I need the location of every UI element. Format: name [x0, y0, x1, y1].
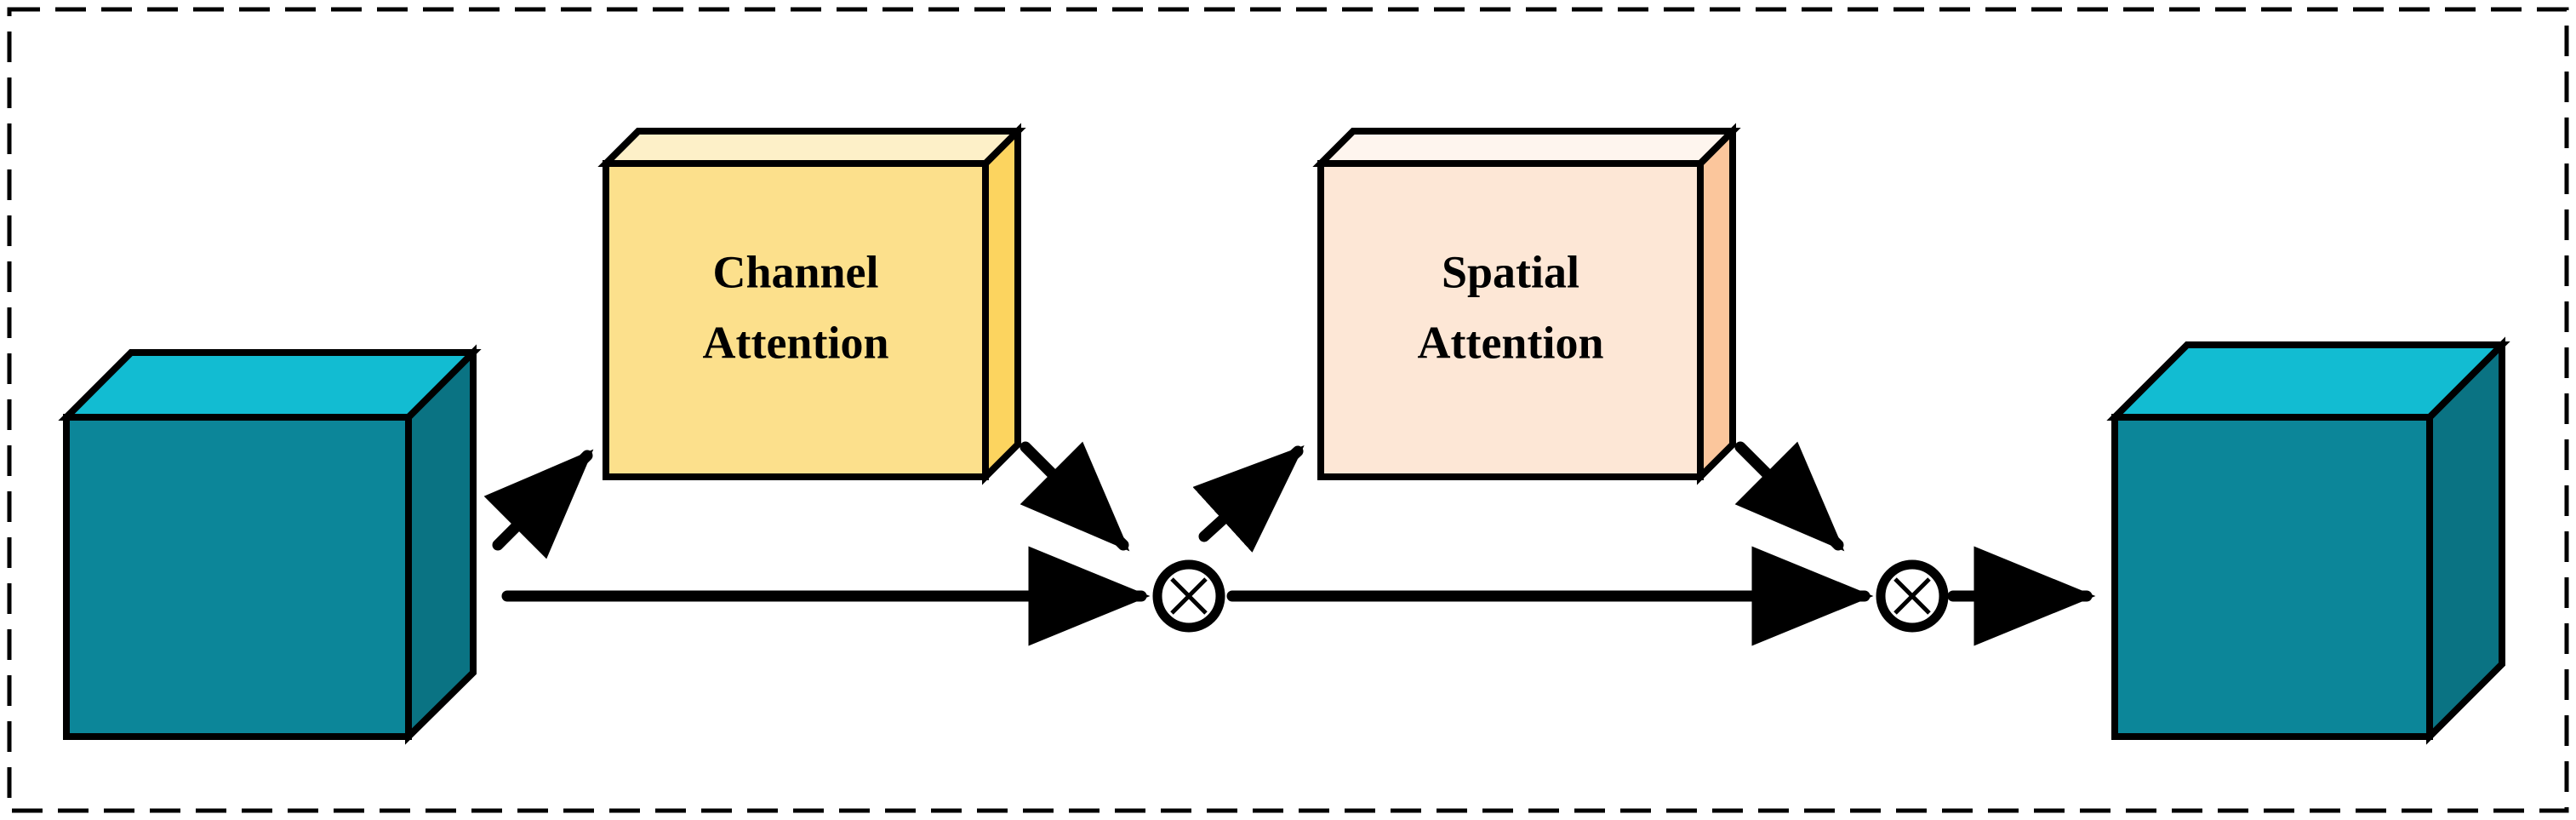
spatial-attention-front-face	[1317, 160, 1704, 480]
multiply-node-2[interactable]	[1876, 559, 1949, 633]
edge-input-to-channel-attention	[483, 449, 594, 559]
output-feature-map-cube	[2106, 336, 2510, 745]
spatial-attention-label-line1: Spatial	[1442, 246, 1579, 297]
multiply-node-2-cross-b	[1893, 577, 1931, 615]
channel-attention-front-face	[603, 160, 989, 480]
multiply-node-1[interactable]	[1152, 559, 1225, 633]
spatial-attention-side-face	[1697, 123, 1736, 485]
channel-attention-side-face	[982, 123, 1021, 485]
edge-multiply-1-to-spatial-attention	[1192, 445, 1305, 553]
diagram-dashed-border	[7, 7, 2569, 813]
output-cube-top-face	[2106, 341, 2510, 421]
input-cube-front-face	[63, 414, 412, 740]
edge-spatial-attention-to-multiply-2	[1734, 441, 1845, 552]
channel-attention-block[interactable]: Channel Attention	[597, 123, 1026, 485]
input-cube-top-face	[58, 349, 482, 421]
edge-channel-attention-to-multiply-1	[1020, 441, 1130, 552]
channel-attention-top-face	[597, 128, 1026, 167]
multiply-node-1-cross-b	[1170, 577, 1208, 615]
spatial-attention-top-face	[1312, 128, 1741, 167]
spatial-attention-block[interactable]: Spatial Attention	[1312, 123, 1741, 485]
input-feature-map-cube	[58, 344, 482, 745]
channel-attention-label-line2: Attention	[703, 317, 889, 368]
output-cube-front-face	[2111, 414, 2433, 740]
channel-attention-label-line1: Channel	[712, 246, 878, 297]
spatial-attention-label-line2: Attention	[1418, 317, 1604, 368]
